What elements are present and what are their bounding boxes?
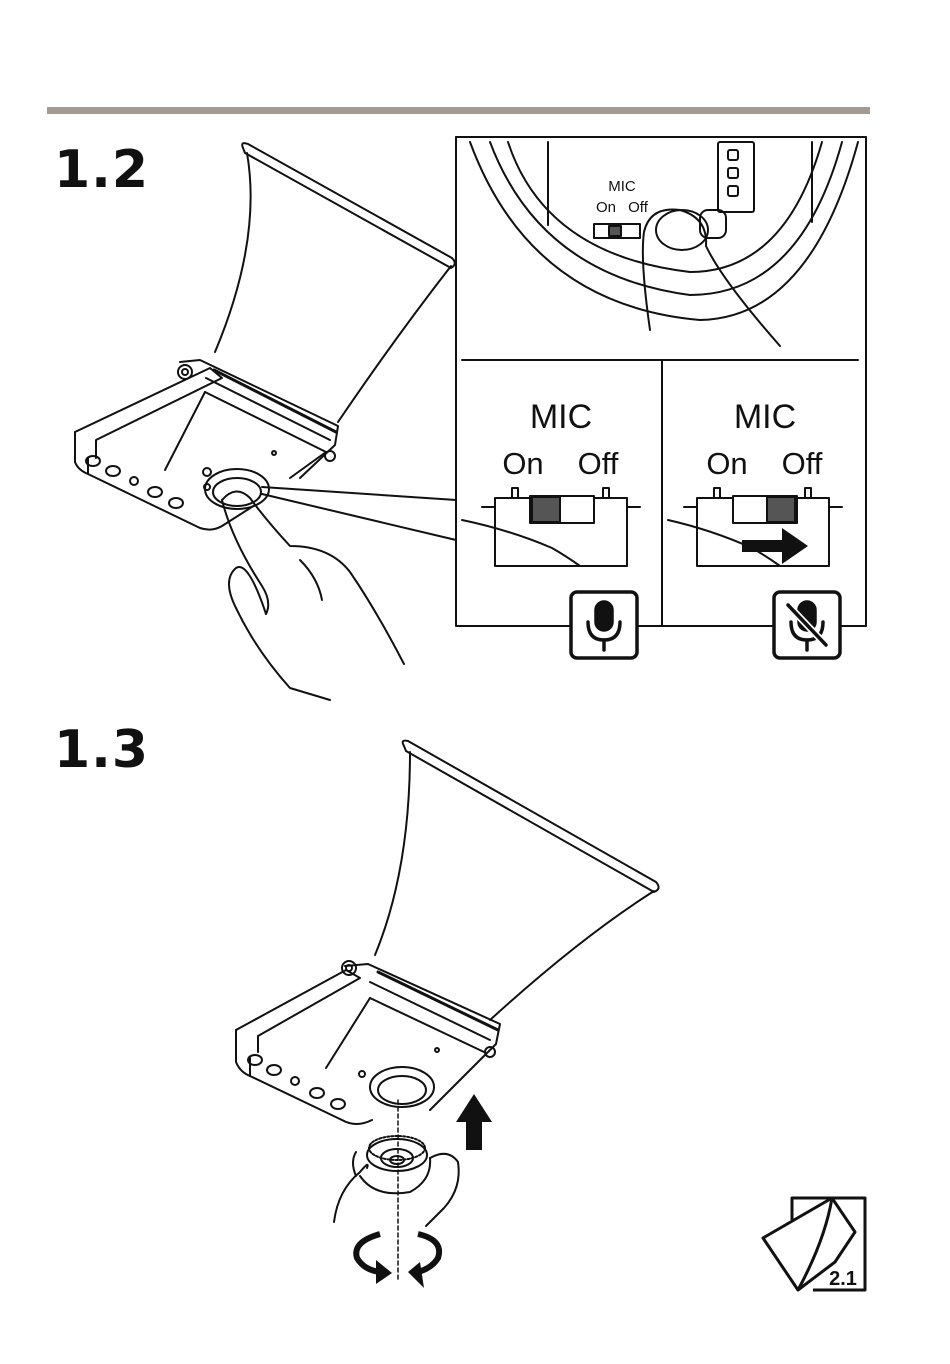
push-up-arrow-icon [456, 1094, 492, 1150]
detail-off-label: Off [628, 199, 649, 216]
detail-on-label: On [596, 199, 616, 216]
microphone-off-icon [774, 592, 840, 658]
switch-closeup [470, 142, 858, 346]
right-panel-mic-label: MIC [734, 398, 796, 436]
left-panel-off-label: Off [578, 446, 619, 481]
left-panel-on-label: On [502, 446, 543, 481]
left-panel-mic-label: MIC [530, 398, 592, 436]
rotate-arrowhead-left [376, 1260, 392, 1284]
page-reference-label: 2.1 [829, 1268, 857, 1290]
right-panel-on-label: On [706, 446, 747, 481]
microphone-icon [571, 592, 637, 658]
rotate-arrowhead-right [408, 1262, 424, 1288]
detail-mic-label: MIC [608, 178, 636, 195]
device-illustration-step-1-3 [236, 741, 659, 1282]
right-panel-off-label: Off [782, 446, 823, 481]
device-illustration-step-1-2 [75, 143, 456, 700]
switch-diagram-on [462, 488, 640, 566]
switch-diagram-off [668, 488, 842, 566]
